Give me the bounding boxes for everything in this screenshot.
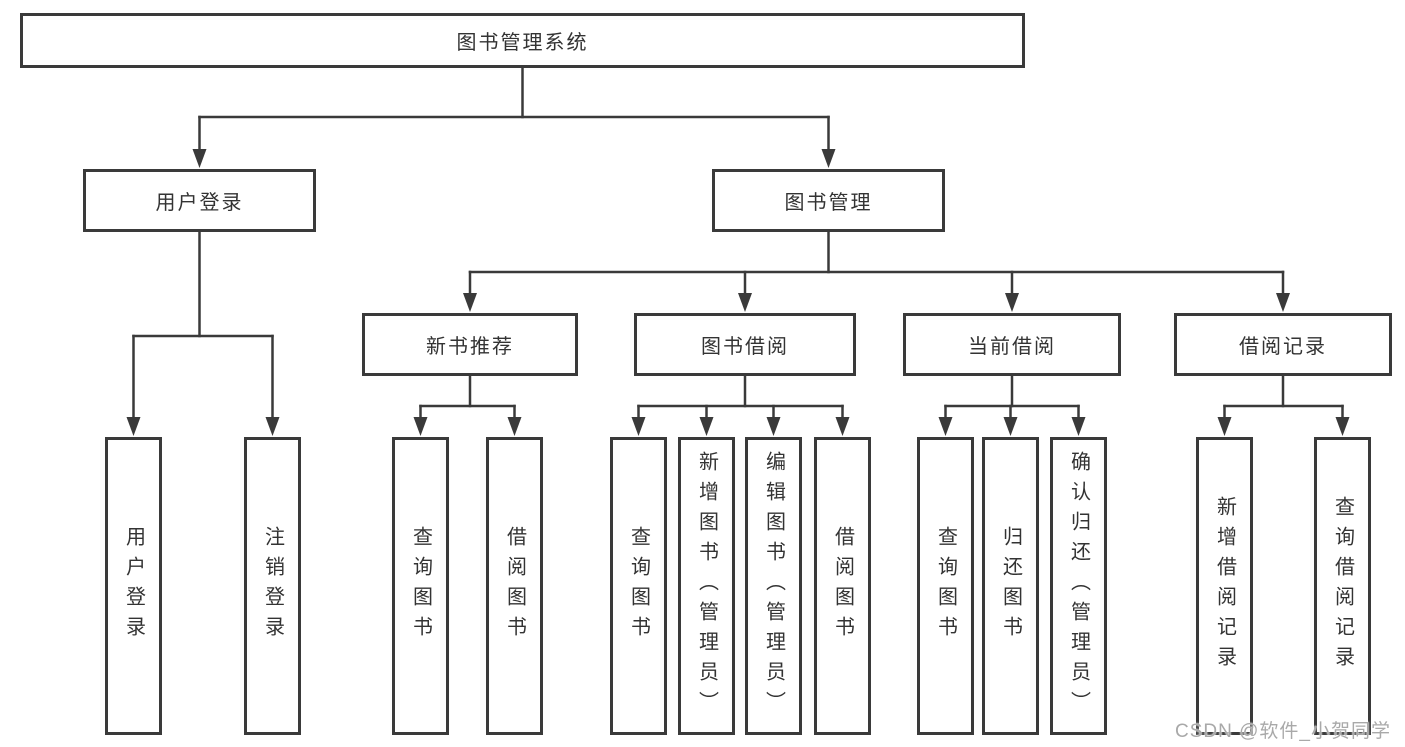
arrowhead-icon xyxy=(1276,293,1290,312)
arrowhead-icon xyxy=(265,417,280,436)
node-book-borrow: 图书借阅 xyxy=(634,313,856,376)
arrowhead-icon xyxy=(192,149,207,168)
node-new-book-recommend: 新书推荐 xyxy=(362,313,578,376)
node-leaf-add-book: 新增图书（管理员） xyxy=(678,437,735,735)
arrowhead-icon xyxy=(631,417,646,436)
edge-current-borrow xyxy=(938,373,1086,436)
node-leaf-query-book-3: 查询图书 xyxy=(917,437,974,735)
edge-book-borrow xyxy=(631,373,850,436)
arrowhead-icon xyxy=(507,417,522,436)
edge-book-management xyxy=(463,229,1290,312)
node-label-leaf-edit-book: 编辑图书（管理员） xyxy=(762,451,785,721)
node-label-leaf-add-book: 新增图书（管理员） xyxy=(695,451,718,721)
node-leaf-borrow-book-2: 借阅图书 xyxy=(814,437,871,735)
arrowhead-icon xyxy=(1071,417,1086,436)
node-leaf-query-borrow-record: 查询借阅记录 xyxy=(1314,437,1371,735)
node-leaf-query-book-1: 查询图书 xyxy=(392,437,449,735)
node-current-borrow: 当前借阅 xyxy=(903,313,1121,376)
arrowhead-icon xyxy=(1335,417,1350,436)
node-label-root: 图书管理系统 xyxy=(456,32,589,54)
node-label-leaf-query-borrow-record: 查询借阅记录 xyxy=(1331,496,1354,676)
arrowhead-icon xyxy=(1217,417,1232,436)
node-leaf-user-login: 用户登录 xyxy=(105,437,162,735)
node-leaf-edit-book: 编辑图书（管理员） xyxy=(745,437,802,735)
node-label-book-management: 图书管理 xyxy=(784,192,873,214)
node-label-current-borrow: 当前借阅 xyxy=(968,336,1056,358)
node-user-login: 用户登录 xyxy=(83,169,316,232)
node-leaf-query-book-2: 查询图书 xyxy=(610,437,667,735)
node-label-leaf-logout: 注销登录 xyxy=(261,526,284,646)
arrowhead-icon xyxy=(126,417,141,436)
node-root: 图书管理系统 xyxy=(20,13,1025,68)
arrowhead-icon xyxy=(738,293,752,312)
node-label-leaf-return-book: 归还图书 xyxy=(999,526,1022,646)
arrowhead-icon xyxy=(699,417,714,436)
node-leaf-confirm-return: 确认归还（管理员） xyxy=(1050,437,1107,735)
node-label-book-borrow: 图书借阅 xyxy=(701,336,789,358)
edge-user-login xyxy=(126,229,280,436)
arrowhead-icon xyxy=(938,417,953,436)
node-label-borrow-records: 借阅记录 xyxy=(1239,336,1327,358)
edge-new-book-recommend xyxy=(413,373,522,436)
arrowhead-icon xyxy=(463,293,477,312)
edge-borrow-records xyxy=(1217,373,1350,436)
arrowhead-icon xyxy=(1005,293,1019,312)
node-label-new-book-recommend: 新书推荐 xyxy=(426,336,514,358)
watermark: CSDN @软件_小贺同学 xyxy=(1175,721,1391,742)
node-label-leaf-query-book-3: 查询图书 xyxy=(934,526,957,646)
node-label-leaf-query-book-2: 查询图书 xyxy=(627,526,650,646)
arrowhead-icon xyxy=(413,417,428,436)
node-label-leaf-borrow-book-1: 借阅图书 xyxy=(503,526,526,646)
node-label-leaf-user-login: 用户登录 xyxy=(122,526,145,646)
node-leaf-add-borrow-record: 新增借阅记录 xyxy=(1196,437,1253,735)
arrowhead-icon xyxy=(1003,417,1018,436)
node-label-user-login: 用户登录 xyxy=(155,192,244,214)
node-book-management: 图书管理 xyxy=(712,169,945,232)
node-borrow-records: 借阅记录 xyxy=(1174,313,1392,376)
arrowhead-icon xyxy=(766,417,781,436)
arrowhead-icon xyxy=(821,149,836,168)
node-label-leaf-confirm-return: 确认归还（管理员） xyxy=(1067,451,1090,721)
node-label-leaf-add-borrow-record: 新增借阅记录 xyxy=(1213,496,1236,676)
arrowhead-icon xyxy=(835,417,850,436)
node-leaf-return-book: 归还图书 xyxy=(982,437,1039,735)
node-leaf-logout: 注销登录 xyxy=(244,437,301,735)
node-leaf-borrow-book-1: 借阅图书 xyxy=(486,437,543,735)
node-label-leaf-query-book-1: 查询图书 xyxy=(409,526,432,646)
edge-root xyxy=(192,65,836,168)
node-label-leaf-borrow-book-2: 借阅图书 xyxy=(831,526,854,646)
